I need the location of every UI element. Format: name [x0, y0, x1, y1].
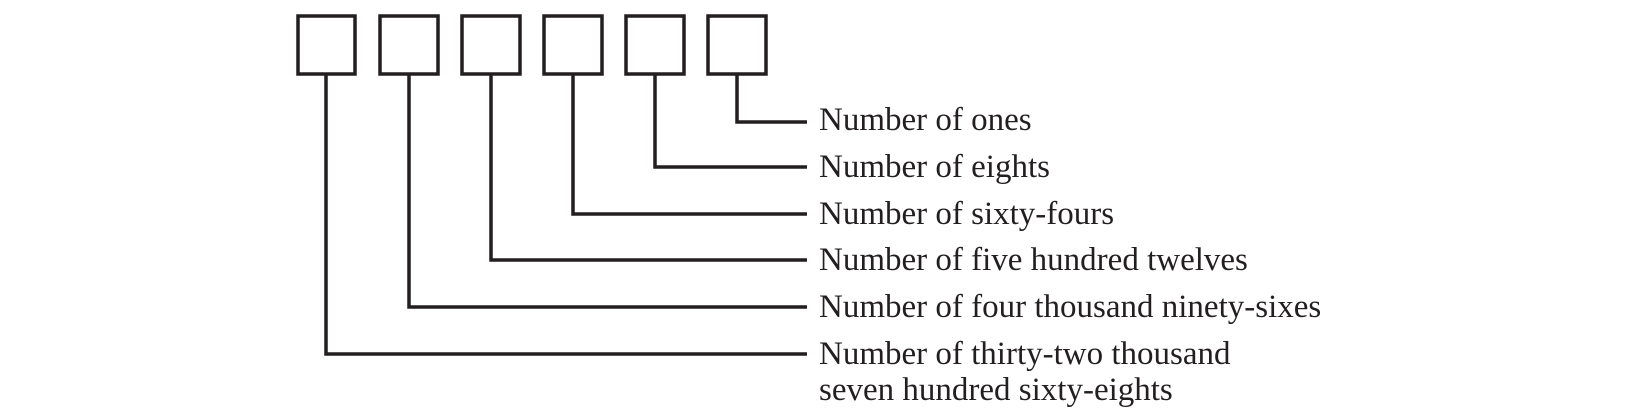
label-ones: Number of ones [819, 102, 1032, 138]
digit-box-4096s [378, 14, 440, 76]
connector-five-hundred-twelves [489, 74, 807, 262]
digit-box-32768s [296, 14, 357, 76]
label-four-thousand-ninety-sixes: Number of four thousand ninety-sixes [819, 289, 1321, 325]
connector-ones [735, 74, 807, 124]
place-labels: Number of ones Number of eights Number o… [819, 102, 1321, 408]
label-sixty-fours: Number of sixty-fours [819, 196, 1114, 232]
digit-box-512s [460, 14, 522, 76]
digit-box-64s [542, 14, 604, 76]
digit-box-1s [706, 14, 768, 76]
connector-thirty-two-thousand [324, 74, 807, 356]
label-eights: Number of eights [819, 149, 1050, 185]
label-five-hundred-twelves: Number of five hundred twelves [819, 242, 1248, 278]
label-thirty-two-thousand-line-1: Number of thirty-two thousand [819, 336, 1231, 372]
connector-eights [653, 74, 807, 169]
digit-boxes [296, 14, 768, 76]
label-thirty-two-thousand-line-2: seven hundred sixty-eights [819, 372, 1173, 408]
connector-four-thousand-ninety-sixes [407, 74, 807, 309]
connector-sixty-fours [571, 74, 807, 216]
digit-box-8s [624, 14, 686, 76]
connector-lines [324, 74, 807, 356]
